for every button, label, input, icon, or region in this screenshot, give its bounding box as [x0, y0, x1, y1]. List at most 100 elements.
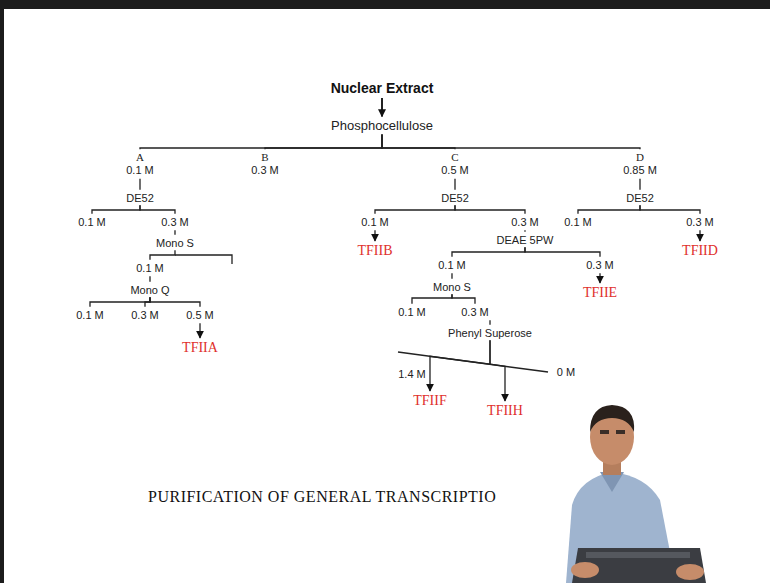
node-text: Nuclear Extract	[331, 80, 434, 96]
elution-arrow	[381, 98, 383, 116]
slide-panel	[4, 9, 770, 583]
column-label: DE52	[624, 191, 656, 206]
source-label: Nuclear Extract	[329, 79, 436, 97]
node-text: 0.1 M	[361, 216, 389, 229]
branch-line	[140, 134, 382, 149]
fraction-letter: D	[623, 151, 657, 164]
node-text: Mono S	[433, 281, 471, 294]
fraction-label: 0.1 M	[74, 308, 106, 323]
fraction-label: 0.1 M	[396, 305, 428, 320]
elution-arrow	[430, 340, 490, 391]
fraction-label: 0.3 M	[459, 305, 491, 320]
branch-line	[375, 205, 455, 213]
column-label: Mono S	[154, 236, 196, 251]
branch-line	[140, 205, 175, 213]
node-text: 0.5 M	[441, 164, 469, 177]
fraction-label: 0.3 M	[584, 258, 616, 273]
node-text: TFIIH	[487, 403, 523, 419]
node-text: 0.5 M	[186, 309, 214, 322]
node-text: 0.3 M	[251, 164, 279, 177]
node-text: TFIID	[682, 243, 718, 259]
branch-line	[149, 276, 150, 281]
node-text: 0.85 M	[623, 164, 657, 177]
node-text: 0.1 M	[398, 306, 426, 319]
column-label: Phosphocellulose	[329, 118, 435, 135]
factor-label: TFIIB	[356, 242, 395, 260]
branch-line	[525, 247, 600, 256]
node-text: Phenyl Superose	[448, 327, 532, 340]
bracket-tick	[175, 255, 232, 264]
fraction-letter: B	[251, 151, 279, 164]
fraction-label: 0.5 M	[184, 308, 216, 323]
fraction-label: 0.1 M	[134, 261, 166, 276]
fraction-label: 0.3 M	[684, 215, 716, 230]
fraction-label: D0.85 M	[621, 150, 659, 177]
column-label: Mono Q	[128, 283, 171, 298]
elution-arrow	[599, 273, 600, 283]
node-text: 0.3 M	[586, 259, 614, 272]
branch-line	[412, 294, 452, 303]
node-text: 0.3 M	[131, 309, 159, 322]
elution-arrow	[699, 230, 700, 241]
branch-line	[145, 297, 150, 306]
branch-line	[382, 134, 640, 149]
factor-label: TFIIF	[411, 392, 448, 410]
fraction-label: B0.3 M	[249, 150, 281, 177]
branch-line	[150, 297, 200, 306]
node-text: TFIIB	[358, 243, 393, 259]
fraction-label: 0.3 M	[159, 215, 191, 230]
node-text: 0.3 M	[461, 306, 489, 319]
gradient-label: 0 M	[557, 366, 575, 379]
factor-label: TFIIE	[581, 284, 619, 302]
branch-line	[139, 179, 140, 190]
node-text: Mono S	[156, 237, 194, 250]
branch-line	[489, 320, 490, 324]
node-text: Phosphocellulose	[331, 119, 433, 134]
branch-line	[92, 205, 140, 213]
elution-arrow	[374, 230, 375, 241]
node-text: 0.3 M	[161, 216, 189, 229]
node-text: 0.1 M	[126, 164, 154, 177]
node-text: DEAE 5PW	[497, 234, 554, 247]
fraction-letter: A	[126, 151, 154, 164]
fraction-label: 0.3 M	[129, 308, 161, 323]
branch-line	[454, 179, 455, 190]
node-text: TFIIE	[583, 285, 617, 301]
column-label: DE52	[439, 191, 471, 206]
gradient-label: 1.4 M	[398, 368, 426, 381]
node-text: 0.1 M	[76, 309, 104, 322]
factor-label: TFIIA	[180, 339, 220, 357]
column-label: DEAE 5PW	[495, 233, 556, 248]
branch-line	[452, 294, 475, 303]
branch-line	[452, 247, 525, 256]
elution-arrow	[490, 340, 505, 401]
node-text: 0.3 M	[686, 216, 714, 229]
branch-line	[639, 179, 640, 190]
branch-line	[90, 297, 150, 306]
fraction-label: 0.1 M	[562, 215, 594, 230]
branch-line	[265, 134, 382, 149]
node-text: DE52	[626, 192, 654, 205]
branch-line	[174, 230, 175, 234]
node-text: DE52	[126, 192, 154, 205]
column-label: Phenyl Superose	[446, 326, 534, 341]
node-text: TFIIA	[182, 340, 218, 356]
fraction-label: 0.1 M	[436, 258, 468, 273]
branch-line	[524, 230, 525, 231]
node-text: 0.1 M	[438, 259, 466, 272]
branch-line	[451, 273, 452, 278]
factor-label: TFIIH	[485, 402, 525, 420]
branch-line	[578, 205, 640, 213]
node-text: 0.1 M	[564, 216, 592, 229]
slide-caption: PURIFICATION OF GENERAL TRANSCRIPTIO	[148, 488, 496, 506]
node-text: Mono Q	[130, 284, 169, 297]
fraction-label: 0.3 M	[509, 215, 541, 230]
fraction-label: 0.1 M	[359, 215, 391, 230]
column-label: Mono S	[431, 280, 473, 295]
column-label: DE52	[124, 191, 156, 206]
branch-line	[382, 134, 455, 149]
fraction-label: C0.5 M	[439, 150, 471, 177]
node-text: 0.1 M	[136, 262, 164, 275]
branch-line	[640, 205, 700, 213]
node-text: 0.1 M	[78, 216, 106, 229]
